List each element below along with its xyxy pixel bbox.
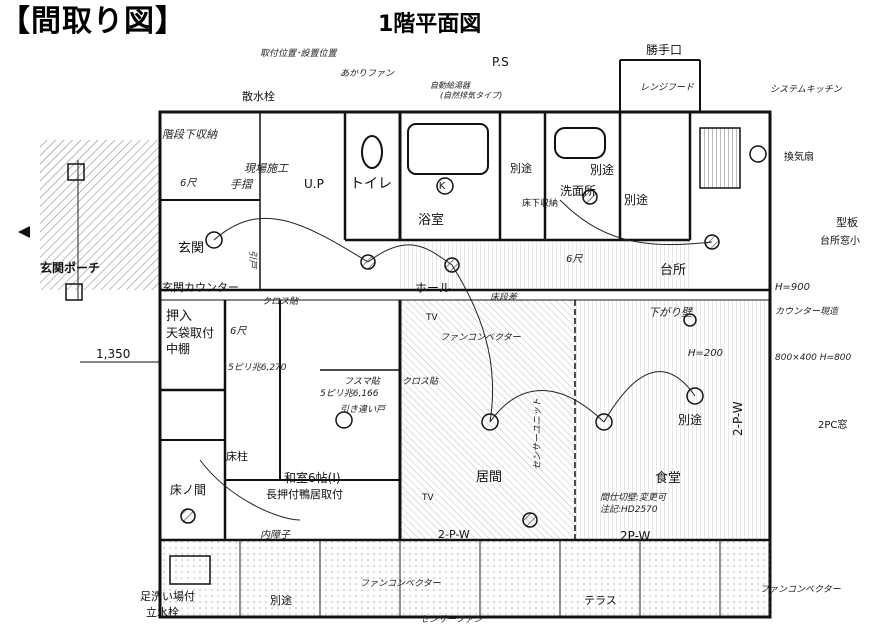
living-floor-hatch <box>400 300 575 540</box>
bessou-4: 別途 <box>270 593 292 607</box>
note-floor-step: 床段差 <box>490 292 518 303</box>
room-terrace: テラス <box>584 594 617 607</box>
note-counter-dim: 800×400 H=800 <box>775 353 852 363</box>
note-tv-1: TV <box>421 493 434 503</box>
room-kattekuchi: 勝手口 <box>646 42 682 57</box>
note-2pw-2: 2P-W <box>620 529 650 543</box>
note-6shaku-2: 6尺 <box>566 254 583 265</box>
room-japanese: 和室6帖(I) <box>284 470 341 485</box>
dining-floor-hatch <box>575 300 770 540</box>
dimension-1350: 1,350 <box>96 347 130 361</box>
note-water-heater: 自動給湯器 <box>430 81 471 90</box>
note-hikido: 引戸 <box>247 250 258 270</box>
wiring-lines <box>199 199 713 521</box>
note-2pc-window: 2PC窓 <box>818 418 847 431</box>
washroom-subnote: 床下収納 <box>522 197 558 209</box>
note-fusuma: フスマ貼 <box>344 376 382 387</box>
note-counter: カウンター現造 <box>775 306 839 317</box>
note-sensor-unit: センサーユニット <box>533 398 543 470</box>
terrace-floor <box>160 540 770 617</box>
note-sprinkler: 散水栓 <box>242 89 275 103</box>
note-h900: H=900 <box>775 282 810 293</box>
light-fixtures <box>180 189 720 528</box>
note-washing-faucet: 足洗い場付 <box>140 590 195 603</box>
room-washroom: 洗面所 <box>560 184 596 198</box>
room-kitchen: 台所 <box>660 263 686 278</box>
note-akari-fan: あかりファン <box>340 68 395 79</box>
note-2pw-1: 2-P-W <box>438 528 470 541</box>
room-genkan: 玄関 <box>178 241 204 256</box>
k-mark <box>436 177 454 195</box>
tokobashira: 床柱 <box>226 449 248 463</box>
note-2pw-3: 2-P-W <box>731 401 745 436</box>
note-cross-1: クロス貼 <box>402 376 440 387</box>
note-fancon-1: ファンコンベクター <box>440 332 522 343</box>
room-tokonoma: 床ノ間 <box>170 483 206 497</box>
bessou-5: 別途 <box>510 161 532 175</box>
bessou-1: 別途 <box>590 162 614 177</box>
note-top: 取付位置･設置位置 <box>260 48 338 59</box>
note-tile: 現場施工 <box>244 162 289 175</box>
note-inner-shoji: 内障子 <box>260 529 291 541</box>
note-sensor-fan: センサーファン <box>420 615 483 625</box>
note-6shaku-1: 6尺 <box>180 178 197 189</box>
note-lowered-wall: 下がり壁 <box>648 306 694 319</box>
washbasin <box>554 127 606 159</box>
bessou-3: 別途 <box>678 412 702 427</box>
note-sliding-door: 引き違い戸 <box>340 404 387 415</box>
k-mark-label: K <box>439 181 446 192</box>
toilet-bowl <box>361 135 383 169</box>
room-genkan-counter: 玄関カウンター <box>162 280 239 294</box>
room-toilet: トイレ <box>350 176 392 192</box>
room-hall: ホール <box>415 281 451 295</box>
bathtub <box>407 123 489 175</box>
room-japanese-note: 長押付鴨居取付 <box>266 487 343 501</box>
room-living: 居間 <box>476 470 502 485</box>
porch-area <box>40 140 160 301</box>
entry-arrow-icon <box>18 226 30 238</box>
faucet-box <box>169 555 211 585</box>
note-stairs-storage: 階段下収納 <box>162 128 218 141</box>
note-up: U.P <box>304 177 324 191</box>
note-6shaku-3: 6尺 <box>230 326 247 337</box>
terrace-grid <box>239 540 721 617</box>
note-spec-sign: 型板 <box>836 215 858 229</box>
note-handrail: 手摺 <box>230 178 254 191</box>
kitchen-cabinet <box>699 127 741 189</box>
note-h200: H=200 <box>688 348 723 359</box>
note-system-kitchen: システムキッチン <box>770 84 843 95</box>
note-ps: P.S <box>492 55 509 69</box>
vent-fan <box>749 145 767 163</box>
room-genkan-porch: 玄関ポーチ <box>40 260 100 275</box>
note-partition: 間仕切壁:変更可 <box>600 492 668 503</box>
note-water-heater-2: (自然排気タイプ) <box>440 91 502 100</box>
bessou-2: 別途 <box>624 192 648 207</box>
room-oshiire: 押入 <box>166 309 192 324</box>
note-spec-sign-2: 台所窓小 <box>820 234 860 247</box>
oshiire-note-1: 天袋取付 <box>166 326 214 340</box>
room-dining: 食堂 <box>655 470 681 486</box>
note-fusuma-door: 5ピリ兆6,270 <box>228 362 287 373</box>
note-fancon-2: ファンコンベクター <box>360 578 442 589</box>
floor-plan-subtitle: 1階平面図 <box>378 12 482 37</box>
note-standing-faucet: 立水栓 <box>146 605 179 619</box>
note-range-hood: レンジフード <box>640 82 695 93</box>
room-bathroom: 浴室 <box>418 212 444 228</box>
note-fancon-3: ファンコンベクター <box>760 584 842 595</box>
oshiire-note-2: 中棚 <box>166 341 190 356</box>
note-tv-2: TV <box>425 313 438 323</box>
page-title: 【間取り図】 <box>0 4 186 39</box>
note-partition-2: 注記:HD2570 <box>600 504 658 515</box>
note-cross-2: クロス貼 <box>262 296 300 307</box>
note-fusuma-door-2: 5ピリ兆6,166 <box>320 388 379 399</box>
note-vent-fan: 換気扇 <box>784 150 814 163</box>
